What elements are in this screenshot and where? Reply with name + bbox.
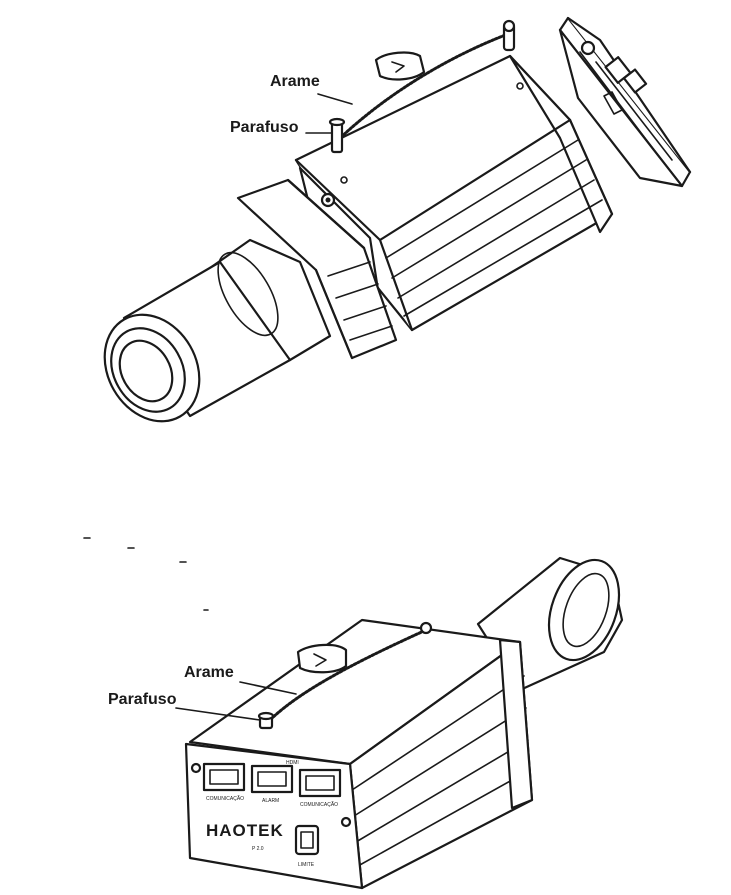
port-label-2: ALARM (262, 798, 279, 804)
bottom-label-wire: Arame (184, 664, 234, 681)
bottom-callout-screw: Parafuso (108, 691, 261, 721)
usb-label: LIMITE (298, 862, 315, 868)
top-callout-wire: Arame (270, 73, 353, 105)
port-alarm: ALARM (250, 764, 294, 804)
top-screw (328, 117, 346, 154)
bottom-wire-seal (266, 621, 433, 724)
bottom-callout-wire: Arame (184, 664, 297, 695)
bottom-screw (257, 711, 275, 730)
top-camera-assembly: Arame Parafuso (103, 16, 692, 423)
detached-back-cover (558, 16, 692, 188)
port-top-label: HDMI (286, 760, 299, 766)
top-sun-shield (236, 178, 398, 360)
usb-port: LIMITE (294, 824, 320, 868)
port-label-1: COMUNICAÇÃO (206, 795, 244, 802)
top-label-wire: Arame (270, 73, 320, 90)
top-label-screw: Parafuso (230, 119, 299, 136)
top-lens-tube (103, 238, 332, 423)
bottom-back-panel: COMUNICAÇÃO ALARM COMUNICAÇÃO HDMI HAOTE… (184, 742, 364, 890)
port-communication-left: COMUNICAÇÃO (202, 762, 246, 802)
port-label-3: COMUNICAÇÃO (300, 801, 338, 808)
top-callout-screw: Parafuso (230, 119, 333, 136)
brand-logo: HAOTEK (206, 821, 284, 840)
port-communication-right: COMUNICAÇÃO HDMI (286, 760, 342, 808)
bottom-camera-assembly: COMUNICAÇÃO ALARM COMUNICAÇÃO HDMI HAOTE… (108, 556, 624, 890)
model-label: P 2.0 (252, 846, 264, 852)
stray-marks (83, 537, 209, 611)
top-wire-seal (336, 19, 516, 142)
bottom-label-screw: Parafuso (108, 691, 177, 708)
